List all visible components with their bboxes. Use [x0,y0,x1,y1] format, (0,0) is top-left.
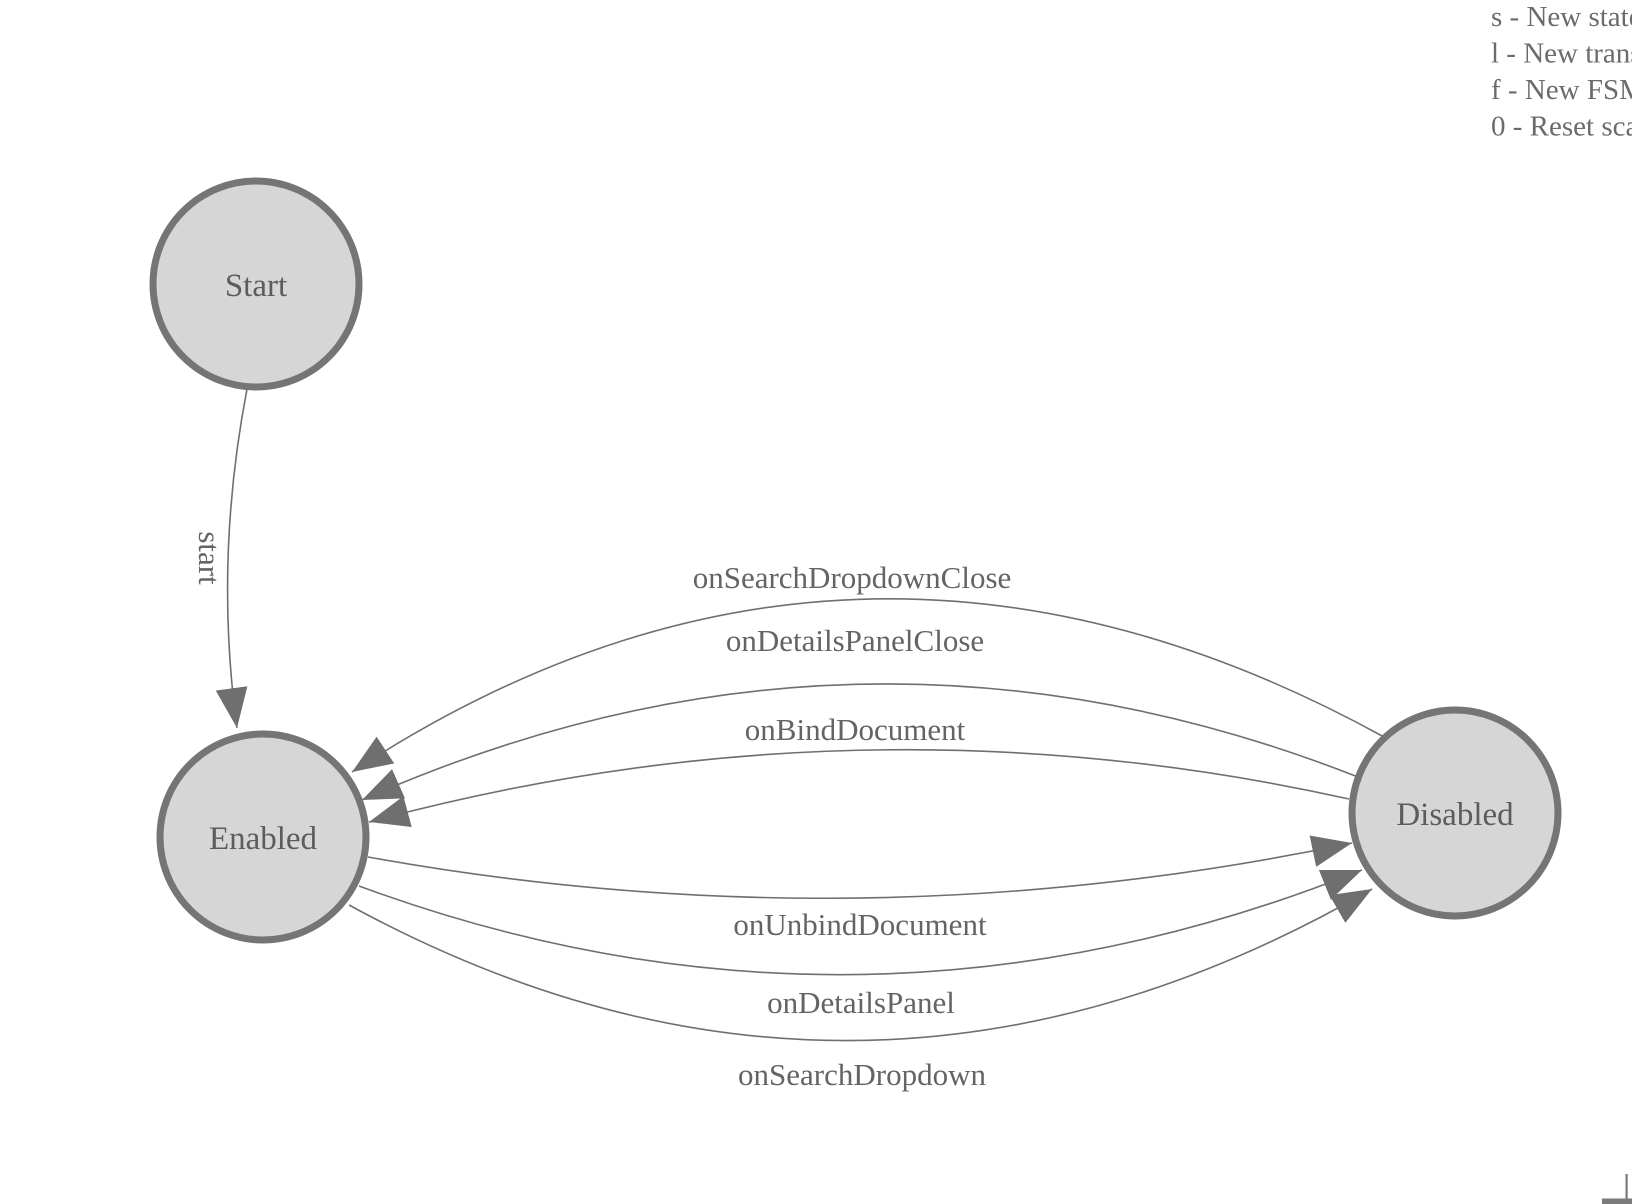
corner-bracket-horizontal [1602,1198,1632,1204]
edge-onUnbindDocument [367,835,1353,900]
node-enabled-circle[interactable] [156,730,370,944]
node-disabled[interactable]: Disabled [1348,706,1562,920]
edge-onSearchDropdownClose [351,597,1385,773]
node-start-circle[interactable] [149,177,363,391]
edge-label-start: start [192,531,227,585]
edges: start onSearchDropdownClose onDetailsPan… [192,388,1385,1092]
edge-label-onSearchDropdownClose: onSearchDropdownClose [693,560,1012,595]
node-disabled-label: Disabled [1396,797,1514,833]
edge-onSearchDropdown [348,888,1373,1042]
edge-start [215,388,248,729]
legend-item-new-state: s - New state [1491,1,1632,33]
legend-item-reset-scale: 0 - Reset scale [1491,111,1632,143]
legend-item-new-transition: l - New transition [1491,38,1632,70]
edge-label-onBindDocument: onBindDocument [745,712,966,747]
shortcut-legend: s - New state l - New transition f - New… [1491,1,1632,143]
node-start[interactable]: Start [149,177,363,391]
node-enabled[interactable]: Enabled [156,730,370,944]
edge-onBindDocument [368,748,1350,828]
corner-bracket [1602,1174,1632,1204]
legend-item-new-fsm: f - New FSM [1491,74,1632,106]
node-disabled-circle[interactable] [1348,706,1562,920]
edge-label-onDetailsPanelClose: onDetailsPanelClose [726,623,984,658]
edge-onDetailsPanel [358,869,1363,976]
edge-onDetailsPanelClose [361,683,1359,801]
node-start-label: Start [225,268,287,304]
edge-label-onUnbindDocument: onUnbindDocument [733,907,987,942]
node-enabled-label: Enabled [209,821,318,857]
edge-label-onSearchDropdown: onSearchDropdown [738,1057,986,1092]
corner-bracket-vertical [1625,1174,1628,1200]
edge-label-onDetailsPanel: onDetailsPanel [767,985,955,1020]
